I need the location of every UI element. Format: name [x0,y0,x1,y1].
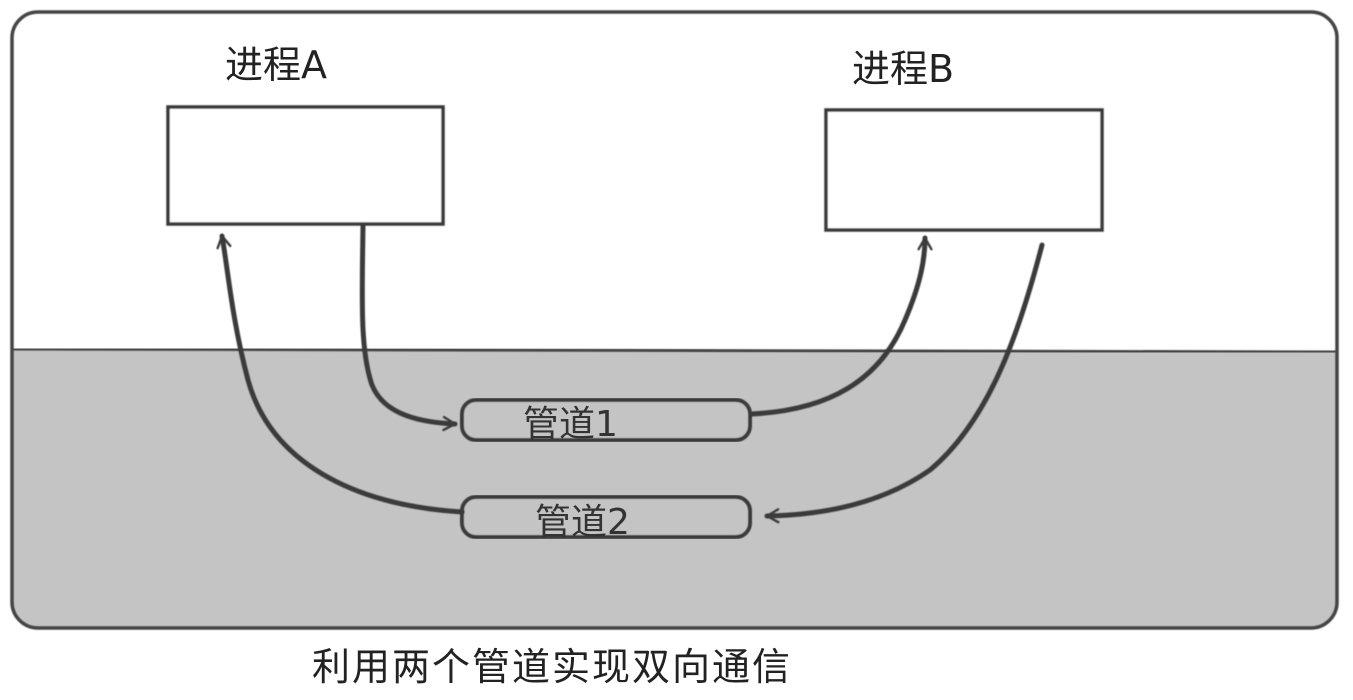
arrow-pipe2-to-a [216,233,465,515]
pipe-1-shape [460,398,752,442]
arrow-b-to-pipe2 [764,242,1045,524]
pipe-2-label: 管道2 [535,502,630,543]
pipe-1-label: 管道1 [523,404,618,445]
process-a-box [166,105,445,226]
process-b-label: 进程B [852,47,954,91]
arrow-pipe1-to-b [749,235,933,417]
process-a-label: 进程A [225,43,327,87]
diagram-caption: 利用两个管道实现双向通信 [312,645,792,689]
frame [10,10,1339,630]
arrow-a-to-pipe1 [359,223,458,432]
outer-frame [10,10,1339,630]
arrows [216,223,1045,524]
pipe-1: 管道1 [460,398,752,445]
process-b-box [824,108,1104,232]
pipe-2-shape [460,495,752,539]
process-a: 进程A [166,43,445,226]
pipe-2: 管道2 [460,495,752,543]
kernel-region [12,350,1337,628]
process-b: 进程B [824,47,1104,232]
divider-line [11,347,1338,354]
